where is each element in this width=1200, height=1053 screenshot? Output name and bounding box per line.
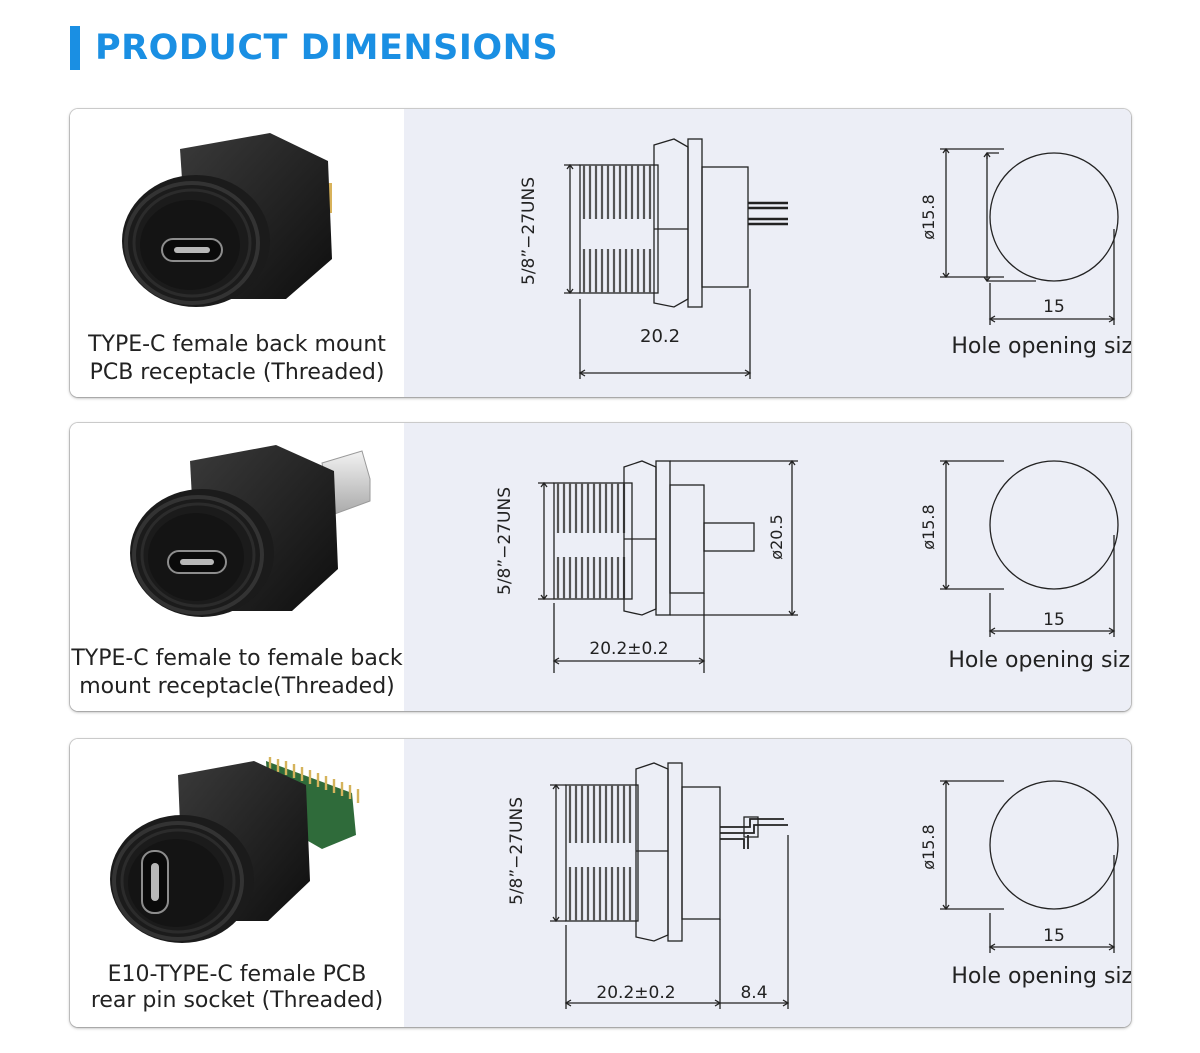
length-label: 20.2	[640, 326, 680, 347]
flange-diameter-label: ø20.5	[767, 514, 786, 559]
dimension-drawing-2: 5/8”−27UNS ø20.5 20.2±0.2 ø15.8 15 Hole …	[495, 459, 1131, 673]
connector-photo-rear-pin-socket	[110, 757, 360, 943]
thread-label: 5/8”−27UNS	[495, 487, 515, 595]
title-accent-bar	[70, 26, 80, 70]
product-caption-line-1: TYPE-C female to female back	[71, 646, 403, 671]
product-caption-line-1: TYPE-C female back mount	[88, 332, 386, 357]
dimension-panel	[404, 423, 1131, 711]
pin-length-label: 8.4	[740, 983, 767, 1003]
product-caption-line-2: rear pin socket (Threaded)	[90, 988, 384, 1013]
hole-diameter-label: ø15.8	[919, 504, 938, 549]
product-photo-panel: TYPE-C female to female back mount recep…	[70, 423, 404, 711]
product-card-1: TYPE-C female back mount PCB receptacle …	[70, 109, 1131, 397]
product-card-3: E10-TYPE-C female PCB rear pin socket (T…	[70, 739, 1131, 1027]
connector-photo-pcb-receptacle	[122, 133, 332, 307]
connector-photo-female-to-female	[130, 445, 371, 617]
hole-width-label: 15	[1043, 926, 1065, 946]
dimension-panel	[404, 739, 1131, 1027]
product-caption-line-1: E10-TYPE-C female PCB	[107, 962, 367, 987]
hole-diameter-label: ø15.8	[919, 194, 938, 239]
product-card-2: TYPE-C female to female back mount recep…	[70, 423, 1131, 711]
product-caption-line-2: mount receptacle(Threaded)	[79, 674, 395, 699]
dimension-drawing-1: 5/8”−27UNS 20.2 ø15.8 15 Hole opening si…	[519, 138, 1131, 379]
dimension-panel	[404, 109, 1131, 397]
page-title: PRODUCT DIMENSIONS	[95, 28, 559, 68]
dimension-drawing-3: 5/8”−27UNS 20.2±0.2 8.4 ø15.8 15 Hole op…	[507, 762, 1131, 1009]
length-label: 20.2±0.2	[596, 983, 675, 1003]
hole-caption: Hole opening size	[951, 964, 1131, 989]
hole-width-label: 15	[1043, 297, 1065, 317]
thread-label: 5/8”−27UNS	[507, 797, 527, 905]
product-photo-panel: TYPE-C female back mount PCB receptacle …	[70, 109, 404, 397]
hole-caption: Hole opening size	[948, 648, 1131, 673]
hole-diameter-label: ø15.8	[919, 824, 938, 869]
product-photo-panel: E10-TYPE-C female PCB rear pin socket (T…	[70, 739, 404, 1027]
hole-width-label: 15	[1043, 610, 1065, 630]
thread-label: 5/8”−27UNS	[519, 177, 539, 285]
product-caption-line-2: PCB receptacle (Threaded)	[89, 360, 385, 385]
hole-caption: Hole opening size	[951, 334, 1131, 359]
length-label: 20.2±0.2	[589, 639, 668, 659]
